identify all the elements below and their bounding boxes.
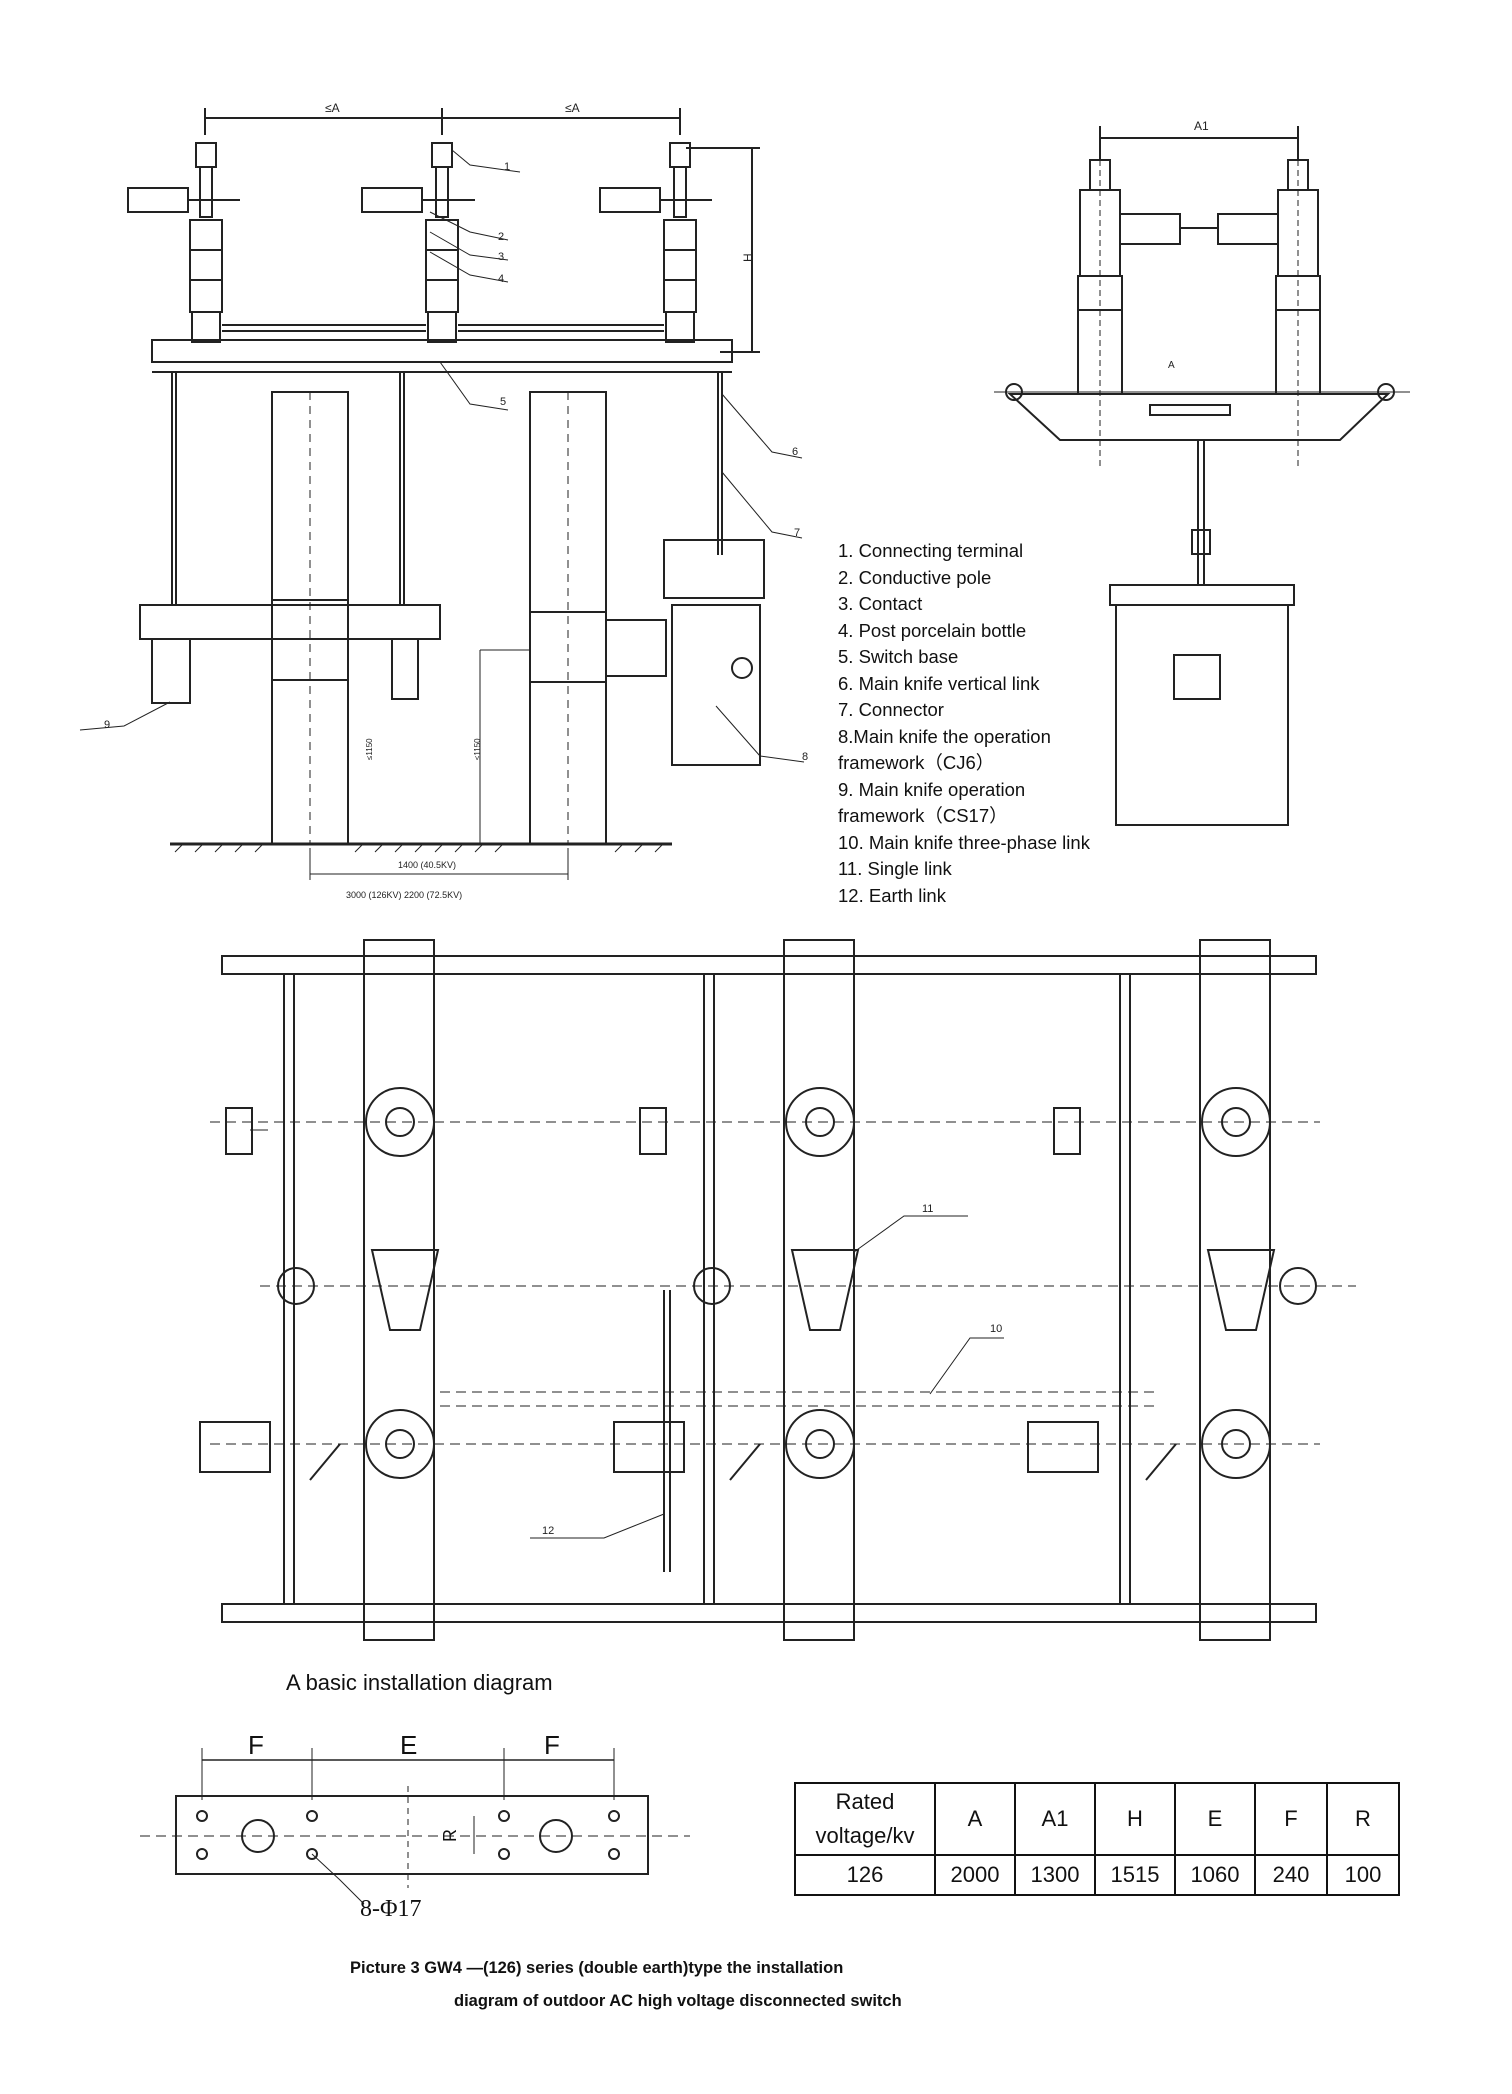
side-view: A1 A bbox=[994, 119, 1410, 826]
dim-r: R bbox=[440, 1829, 460, 1842]
table-header-cell: F bbox=[1254, 1782, 1328, 1856]
table-cell: 2000 bbox=[934, 1854, 1016, 1896]
table-header-cell: H bbox=[1094, 1782, 1176, 1856]
pole-left bbox=[127, 142, 240, 343]
parts-legend: 1. Connecting terminal 2. Conductive pol… bbox=[838, 538, 1090, 909]
callout-8: 8 bbox=[802, 751, 808, 763]
cs17-mechanism bbox=[151, 638, 191, 704]
table-cell: 100 bbox=[1326, 1854, 1400, 1896]
callout-12: 12 bbox=[542, 1525, 554, 1537]
table-header-cell: A1 bbox=[1014, 1782, 1096, 1856]
dim-a1: A1 bbox=[1194, 119, 1209, 133]
phase-2 bbox=[613, 939, 860, 1641]
table-cell: 1515 bbox=[1094, 1854, 1176, 1896]
callout-11: 11 bbox=[922, 1203, 933, 1215]
dim-a-right: ≤A bbox=[565, 101, 580, 115]
legend-item: 9. Main knife operation bbox=[838, 778, 1026, 800]
legend-item: 6. Main knife vertical link bbox=[838, 672, 1040, 694]
legend-item: 11. Single link bbox=[838, 858, 952, 879]
dim-a-left: ≤A bbox=[325, 101, 340, 115]
callout-6: 6 bbox=[792, 446, 798, 458]
legend-item: 10. Main knife three-phase link bbox=[838, 831, 1090, 853]
pole-right bbox=[599, 142, 712, 343]
callout-7: 7 bbox=[794, 527, 800, 539]
dim-f-right: F bbox=[544, 1730, 560, 1760]
legend-item: 5. Switch base bbox=[838, 646, 959, 667]
front-view: ≤A ≤A H bbox=[79, 101, 808, 900]
legend-item: 12. Earth link bbox=[838, 884, 946, 906]
legend-item: framework（CS17） bbox=[838, 805, 1008, 826]
table-header-row: Rated voltage/kv A A1 H E F R bbox=[794, 1782, 1400, 1856]
legend-item: framework（CJ6） bbox=[838, 752, 995, 773]
svg-text:≤1150: ≤1150 bbox=[365, 738, 374, 760]
callout-10: 10 bbox=[990, 1323, 1002, 1335]
spec-table: Rated voltage/kv A A1 H E F R 126 2000 1… bbox=[794, 1782, 1400, 1896]
legend-item: 7. Connector bbox=[838, 699, 944, 720]
legend-item: 1. Connecting terminal bbox=[838, 540, 1024, 561]
top-rail bbox=[221, 955, 1317, 975]
callout-4: 4 bbox=[498, 273, 504, 285]
legend-item: 8.Main knife the operation bbox=[838, 725, 1051, 747]
table-cell: 1300 bbox=[1014, 1854, 1096, 1896]
callout-3: 3 bbox=[498, 251, 504, 263]
table-header-cell: Rated voltage/kv bbox=[794, 1782, 936, 1856]
callout-5: 5 bbox=[500, 396, 506, 408]
phase-3 bbox=[1027, 939, 1317, 1641]
table-cell: 1060 bbox=[1174, 1854, 1256, 1896]
table-cell: 240 bbox=[1254, 1854, 1328, 1896]
section-title: A basic installation diagram bbox=[286, 1670, 553, 1695]
svg-text:≤1150: ≤1150 bbox=[473, 738, 482, 760]
table-row: 126 2000 1300 1515 1060 240 100 bbox=[794, 1854, 1400, 1896]
dim-f-left: F bbox=[248, 1730, 264, 1760]
phase-1 bbox=[199, 939, 440, 1641]
callout-2: 2 bbox=[498, 231, 504, 243]
table-cell: 126 bbox=[794, 1854, 936, 1896]
dim-3000-2200: 3000 (126KV) 2200 (72.5KV) bbox=[346, 890, 462, 900]
callout-9: 9 bbox=[104, 719, 110, 731]
caption-line-1: Picture 3 GW4 —(126) series (double eart… bbox=[350, 1959, 844, 1977]
legend-item: 3. Contact bbox=[838, 593, 923, 614]
mechanism-cabinet bbox=[1115, 604, 1289, 826]
hole-spec: 8-Φ17 bbox=[360, 1896, 422, 1922]
callout-1: 1 bbox=[504, 161, 510, 173]
table-header-cell: E bbox=[1174, 1782, 1256, 1856]
figure-caption: Picture 3 GW4 —(126) series (double eart… bbox=[350, 1952, 902, 2018]
pole-middle bbox=[361, 142, 475, 343]
legend-item: 2. Conductive pole bbox=[838, 566, 992, 588]
table-header-cell: R bbox=[1326, 1782, 1400, 1856]
dim-1400: 1400 (40.5KV) bbox=[398, 860, 456, 870]
legend-item: 4. Post porcelain bottle bbox=[838, 619, 1027, 641]
bottom-rail bbox=[221, 1603, 1317, 1623]
dim-h: H bbox=[741, 253, 755, 262]
arrow-a: A bbox=[1168, 360, 1175, 371]
table-header-cell: A bbox=[934, 1782, 1016, 1856]
base-plate-drawing: F E F R bbox=[140, 1730, 690, 1905]
dim-e: E bbox=[400, 1730, 417, 1760]
caption-line-2: diagram of outdoor AC high voltage disco… bbox=[454, 1992, 902, 2010]
plan-view: 10 11 12 bbox=[199, 939, 1356, 1641]
cj6-mechanism-box bbox=[671, 604, 761, 766]
base-plate bbox=[175, 1795, 649, 1875]
